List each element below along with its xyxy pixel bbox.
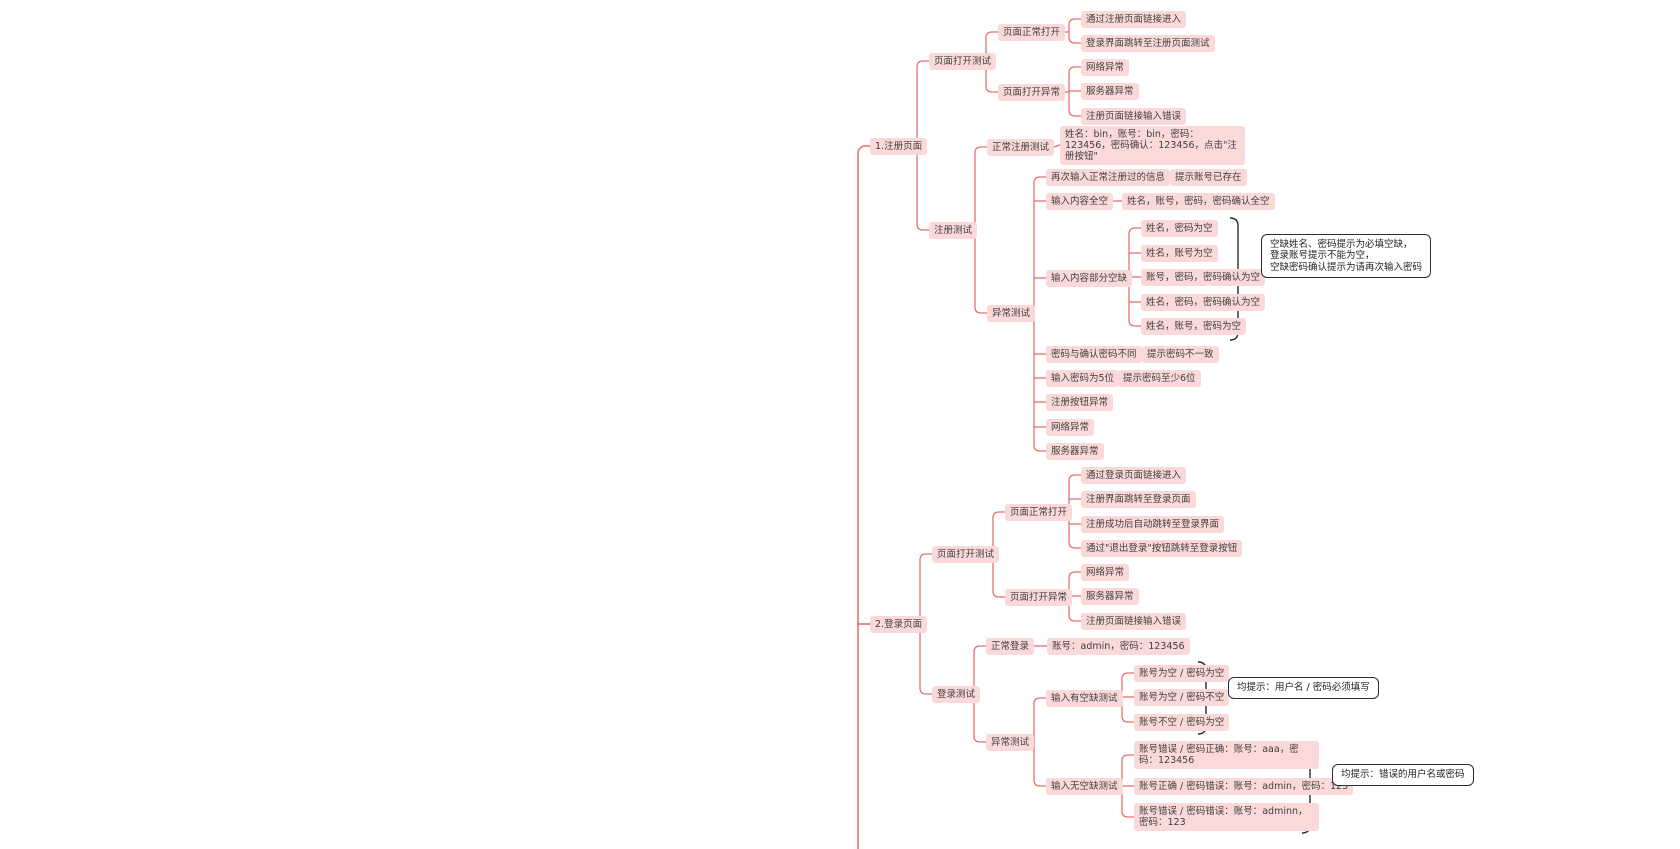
mindmap-node[interactable]: 注册成功后自动跳转至登录界面 (1081, 515, 1225, 533)
link-trunk (1033, 697, 1046, 787)
summary-note[interactable]: 均提示：用户名 / 密码必须填写 (1228, 677, 1379, 699)
mindmap-node[interactable]: 通过登录页面链接进入 (1081, 466, 1187, 484)
link-trunk (1068, 66, 1081, 117)
mindmap-node[interactable]: 账号为空 / 密码不空 (1134, 688, 1230, 706)
mindmap-root-node[interactable]: 2.登录页面 (870, 615, 928, 633)
mindmap-node[interactable]: 网络异常 (1081, 563, 1130, 581)
mindmap-node[interactable]: 注册界面跳转至登录页面 (1081, 490, 1196, 508)
mindmap-node[interactable]: 输入无空缺测试 (1046, 777, 1123, 795)
mindmap-node[interactable]: 姓名：bin，账号：bin，密码：123456，密码确认：123456，点击"注… (1060, 125, 1245, 165)
mindmap-node[interactable]: 账号错误 / 密码正确：账号：aaa，密码：123456 (1134, 741, 1319, 769)
mindmap-node[interactable]: 页面打开测试 (932, 545, 1000, 563)
mindmap-node[interactable]: 异常测试 (987, 304, 1036, 322)
mindmap-node[interactable]: 账号，密码，密码确认为空 (1141, 268, 1266, 286)
mindmap-node[interactable]: 网络异常 (1046, 418, 1095, 436)
mindmap-node[interactable]: 页面打开测试 (929, 52, 997, 70)
mindmap-node[interactable]: 服务器异常 (1046, 442, 1104, 460)
summary-note[interactable]: 均提示：错误的用户名或密码 (1332, 764, 1474, 786)
mindmap-node[interactable]: 正常登录 (986, 637, 1035, 655)
link-trunk (1121, 754, 1134, 818)
mindmap-node[interactable]: 通过注册页面链接进入 (1081, 10, 1187, 28)
mindmap-node[interactable]: 提示密码至少6位 (1118, 369, 1201, 387)
mindmap-node[interactable]: 账号为空 / 密码为空 (1134, 664, 1230, 682)
mindmap-node[interactable]: 页面打开异常 (1005, 588, 1073, 606)
mindmap-node[interactable]: 提示密码不一致 (1142, 345, 1219, 363)
mindmap-node[interactable]: 账号：admin，密码：123456 (1047, 637, 1190, 655)
mindmap-node[interactable]: 通过"退出登录"按钮跳转至登录按钮 (1081, 539, 1243, 557)
mindmap-node[interactable]: 输入内容部分空缺 (1046, 269, 1133, 287)
link-trunk (1033, 176, 1046, 452)
mindmap-node[interactable]: 服务器异常 (1081, 82, 1139, 100)
mindmap-node[interactable]: 页面打开异常 (998, 83, 1066, 101)
mindmap-node[interactable]: 注册测试 (929, 221, 978, 239)
mindmap-node[interactable]: 服务器异常 (1081, 587, 1139, 605)
mindmap-node[interactable]: 登录测试 (932, 685, 981, 703)
mindmap-node[interactable]: 输入有空缺测试 (1046, 689, 1123, 707)
mindmap-node[interactable]: 页面正常打开 (998, 23, 1066, 41)
mindmap-root-node[interactable]: 1.注册页面 (870, 137, 928, 155)
mindmap-node[interactable]: 再次输入正常注册过的信息 (1046, 168, 1171, 186)
mindmap-node[interactable]: 正常注册测试 (987, 138, 1055, 156)
summary-note[interactable]: 空缺姓名、密码提示为必填空缺， 登录账号提示不能为空， 空缺密码确认提示为请再次… (1261, 233, 1432, 278)
mindmap-node[interactable]: 输入内容全空 (1046, 192, 1114, 210)
mindmap-node[interactable]: 姓名，账号，密码为空 (1141, 317, 1247, 335)
mindmap-node[interactable]: 账号不空 / 密码为空 (1134, 713, 1230, 731)
link-trunk (1121, 672, 1134, 723)
mindmap-node[interactable]: 姓名，密码，密码确认为空 (1141, 293, 1266, 311)
mindmap-node[interactable]: 注册按钮异常 (1046, 393, 1114, 411)
mindmap-node[interactable]: 注册页面链接输入错误 (1081, 107, 1187, 125)
mindmap-node[interactable]: 姓名，账号，密码，密码确认全空 (1122, 192, 1275, 210)
mindmap-node[interactable]: 账号正确 / 密码错误：账号：admin，密码：123 (1134, 777, 1354, 795)
mindmap-node[interactable]: 登录界面跳转至注册页面测试 (1081, 34, 1215, 52)
mindmap-node[interactable]: 输入密码为5位 (1046, 369, 1120, 387)
mindmap-node[interactable]: 账号错误 / 密码错误：账号：adminn，密码：123 (1134, 803, 1319, 831)
mindmap-node[interactable]: 提示账号已存在 (1170, 168, 1247, 186)
mindmap-node[interactable]: 网络异常 (1081, 58, 1130, 76)
mindmap-node[interactable]: 异常测试 (986, 733, 1035, 751)
mindmap-node[interactable]: 姓名，密码为空 (1141, 219, 1218, 237)
mindmap-node[interactable]: 密码与确认密码不同 (1046, 345, 1142, 363)
link-trunk (1068, 18, 1081, 44)
mindmap-node[interactable]: 注册页面链接输入错误 (1081, 612, 1187, 630)
root-spine (857, 145, 870, 849)
mindmap-node[interactable]: 页面正常打开 (1005, 503, 1073, 521)
mindmap-node[interactable]: 姓名，账号为空 (1141, 244, 1218, 262)
